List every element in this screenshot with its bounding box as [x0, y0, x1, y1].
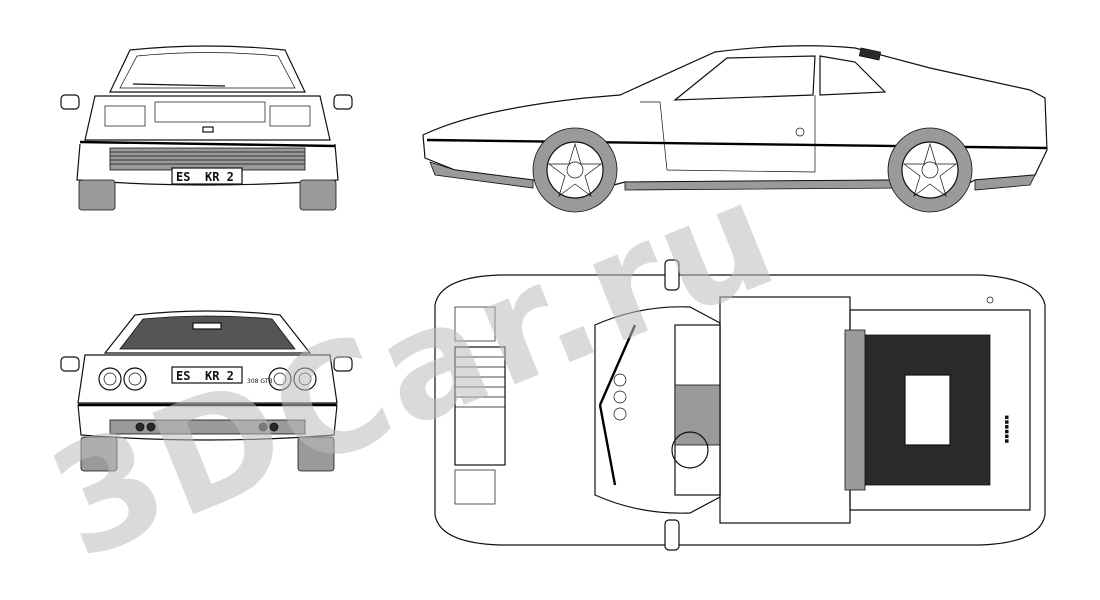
- steering-wheel: [671, 431, 709, 469]
- svg-text:▪▪▪▪▪▪: ▪▪▪▪▪▪: [1003, 415, 1011, 444]
- front-license-plate: [171, 167, 243, 185]
- top-view: ▪▪▪▪▪▪: [434, 259, 1046, 551]
- rear-license-plate: [171, 366, 243, 384]
- front-view: ES KR 2: [60, 45, 353, 211]
- rear-plate-right: KR 2: [205, 369, 234, 383]
- hood-vent: [454, 346, 506, 466]
- front-right-tire: [299, 179, 337, 211]
- front-left-tire: [78, 179, 116, 211]
- rear-model-badge: 308 GTB: [247, 378, 273, 385]
- right-outer-taillight: [293, 367, 317, 391]
- grille-lines: [110, 151, 305, 165]
- left-inner-taillight: [123, 367, 147, 391]
- front-plate-right: KR 2: [205, 170, 234, 184]
- rear-right-tire: [297, 436, 335, 472]
- side-view: [422, 45, 1048, 213]
- rear-plate-left: ES: [176, 369, 190, 383]
- exhaust-left-1: [135, 422, 145, 432]
- rear-view: ES KR 2 308 GTB: [60, 310, 353, 472]
- exhaust-left-2: [146, 422, 156, 432]
- exhaust-right-1: [258, 422, 268, 432]
- side-front-rim: [546, 141, 604, 199]
- front-plate-left: ES: [176, 170, 190, 184]
- exhaust-right-2: [269, 422, 279, 432]
- side-rear-rim: [901, 141, 959, 199]
- left-outer-taillight: [98, 367, 122, 391]
- rear-left-tire: [80, 436, 118, 472]
- right-inner-taillight: [268, 367, 292, 391]
